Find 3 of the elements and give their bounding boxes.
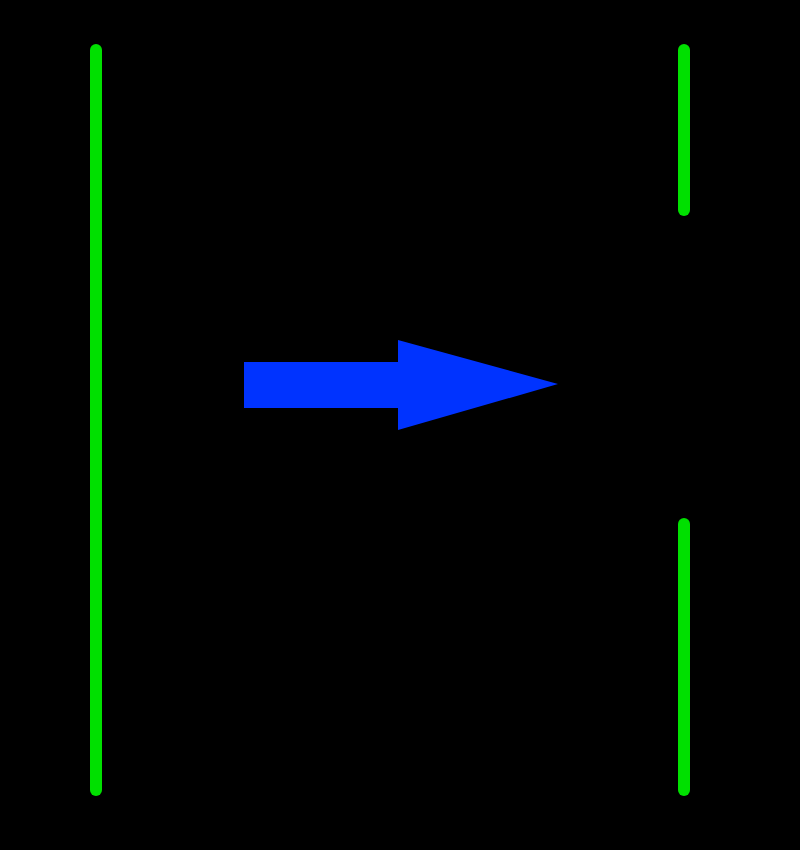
wall-bar xyxy=(678,518,690,796)
wall-bar xyxy=(90,44,102,796)
wall-bar xyxy=(678,44,690,216)
